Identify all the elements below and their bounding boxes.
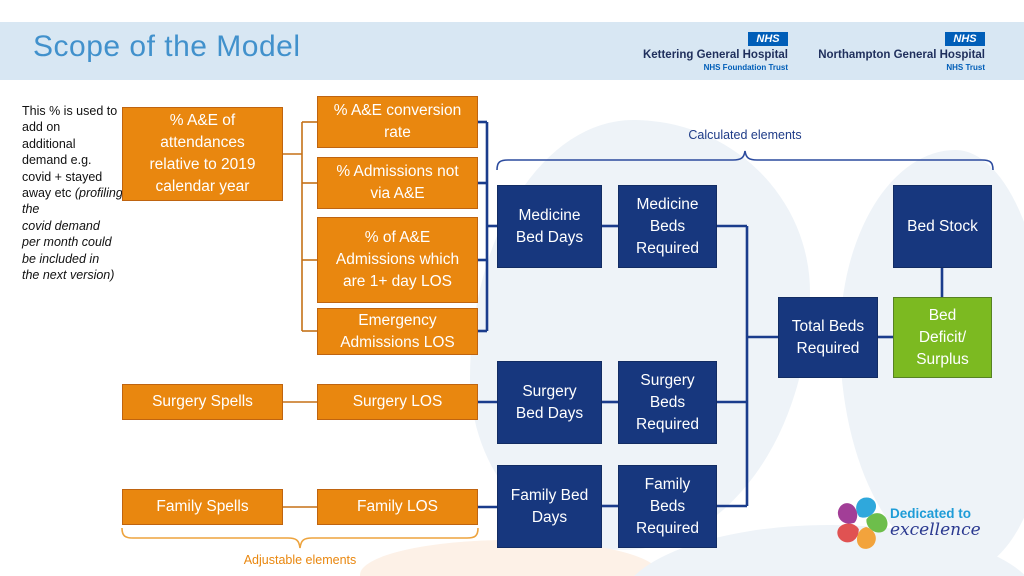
box-surgery-los: Surgery LOS [317,384,478,420]
nhs-icon: NHS [748,32,788,46]
box-family-los: Family LOS [317,489,478,525]
box-total-beds-required: Total Beds Required [778,297,878,378]
dedicated-to-excellence-logo: Dedicated to excellence [834,492,1004,562]
side-note: This % is used to add on additional dema… [22,103,132,283]
box-family-beds-required: Family Beds Required [618,465,717,548]
trust-subtitle: NHS Foundation Trust [703,63,788,72]
side-note-italic: (profiling the covid demand per month co… [22,186,123,283]
dedicated-to-text: Dedicated to [890,506,972,521]
trust-subtitle: NHS Trust [946,63,985,72]
box-family-spells: Family Spells [122,489,283,525]
box-admissions-not-via-ae: % Admissions not via A&E [317,157,478,209]
box-family-bed-days: Family Bed Days [497,465,602,548]
adjustable-brace [121,527,479,549]
calculated-elements-label: Calculated elements [688,128,802,142]
box-surgery-beds-required: Surgery Beds Required [618,361,717,444]
box-medicine-bed-days: Medicine Bed Days [497,185,602,268]
trust-name: Northampton General Hospital [818,49,985,61]
star-icon [837,497,888,549]
box-emergency-admissions-los: Emergency Admissions LOS [317,308,478,355]
box-surgery-bed-days: Surgery Bed Days [497,361,602,444]
adjustable-elements-label: Adjustable elements [243,553,357,567]
box-ae-conversion-rate: % A&E conversion rate [317,96,478,148]
header-bar: Scope of the Model NHS Kettering General… [0,22,1024,80]
nhs-logo-kettering: NHS Kettering General Hospital NHS Found… [643,29,788,72]
box-surgery-spells: Surgery Spells [122,384,283,420]
box-ae-admissions-1day-los: % of A&E Admissions which are 1+ day LOS [317,217,478,303]
nhs-icon: NHS [945,32,985,46]
box-ae-attendances: % A&E of attendances relative to 2019 ca… [122,107,283,201]
trust-name: Kettering General Hospital [642,49,788,61]
page-title: Scope of the Model [33,30,301,63]
excellence-text: excellence [890,520,981,540]
box-bed-stock: Bed Stock [893,185,992,268]
nhs-logo-northampton: NHS Northampton General Hospital NHS Tru… [818,29,985,72]
box-medicine-beds-required: Medicine Beds Required [618,185,717,268]
side-note-regular: This % is used to add on additional dema… [22,104,118,201]
box-bed-deficit-surplus: Bed Deficit/ Surplus [893,297,992,378]
